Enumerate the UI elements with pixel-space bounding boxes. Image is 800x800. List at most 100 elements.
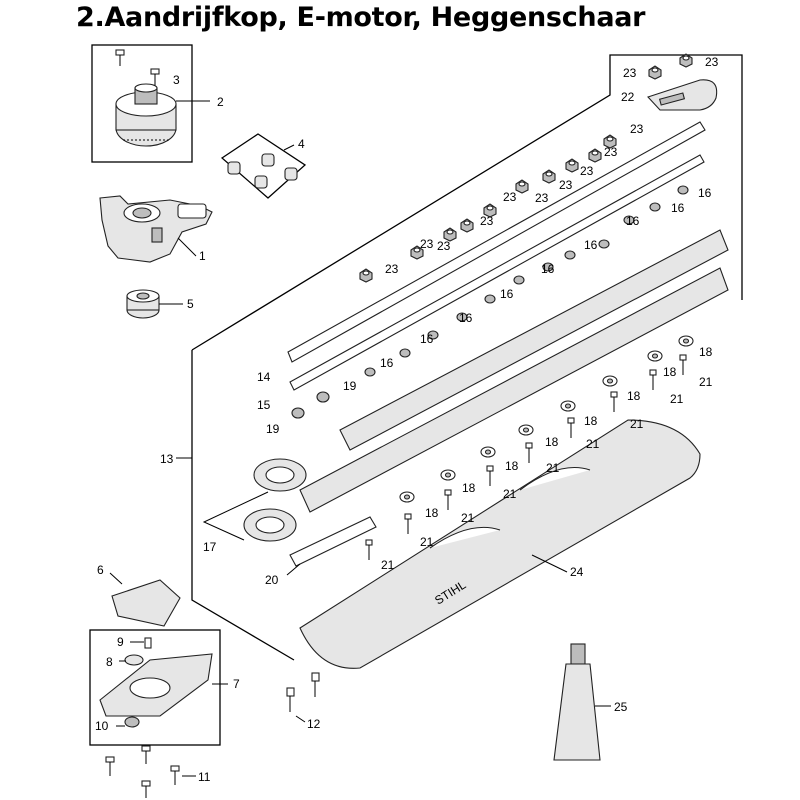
callout-21: 21 [420, 535, 434, 549]
callout-21: 21 [670, 392, 684, 406]
callout-23: 23 [705, 55, 719, 69]
part-17-upper-blade [339, 229, 729, 451]
page-title: 2.Aandrijfkop, E-motor, Heggenschaar [76, 2, 646, 33]
callout-4: 4 [298, 137, 305, 151]
callout-23: 23 [535, 191, 549, 205]
callout-23: 23 [420, 237, 434, 251]
callout-23: 23 [623, 66, 637, 80]
callout-18: 18 [627, 389, 641, 403]
callout-23: 23 [630, 122, 644, 136]
part-16-bush [623, 215, 635, 225]
part-12-screws [286, 672, 320, 712]
callout-16: 16 [420, 332, 434, 346]
callout-16: 16 [380, 356, 394, 370]
callout-1: 1 [199, 249, 206, 263]
part-16-bush [564, 250, 576, 260]
gear-cover-box [89, 629, 221, 746]
part-16-bush [513, 275, 525, 285]
part-21-screw [610, 391, 618, 412]
callout-19: 19 [266, 422, 280, 436]
part-21-screw [567, 417, 575, 438]
part-3-screw [115, 49, 160, 86]
part-21-screw [649, 369, 657, 390]
part-23-nut [460, 218, 474, 233]
small-parts [291, 53, 694, 560]
blade-assembly-outline [191, 350, 295, 661]
part-23-nut [588, 148, 602, 163]
callout-9: 9 [117, 635, 124, 649]
callout-22: 22 [621, 90, 635, 104]
part-11-screws [105, 745, 180, 798]
part-23-nut [542, 169, 556, 184]
part-19-spacer [291, 407, 305, 419]
callout-24: 24 [570, 565, 584, 579]
callout-6: 6 [97, 563, 104, 577]
part-21-screw [486, 465, 494, 486]
part-15-guide-bar [289, 154, 705, 391]
part-16-bush [677, 185, 689, 195]
part-21-screw [444, 489, 452, 510]
part-16-bush [598, 239, 610, 249]
part-22-blade-tip-guard [647, 79, 718, 111]
callout-16: 16 [698, 186, 712, 200]
callout-12: 12 [307, 717, 321, 731]
part-9-pin [144, 637, 152, 649]
callout-5: 5 [187, 297, 194, 311]
callout-19: 19 [343, 379, 357, 393]
part-18-washer [440, 469, 456, 481]
callout-15: 15 [257, 398, 271, 412]
callout-18: 18 [545, 435, 559, 449]
callout-11: 11 [198, 770, 211, 784]
part-17-lower-blade [243, 267, 729, 542]
callout-23: 23 [503, 190, 517, 204]
callout-16: 16 [584, 238, 598, 252]
part-18-washer [560, 400, 576, 412]
callout-21: 21 [461, 511, 475, 525]
part-4-bushings [227, 153, 298, 189]
callout-21: 21 [546, 461, 560, 475]
callout-16: 16 [671, 201, 685, 215]
part-7-gear-cover [99, 653, 213, 717]
part-21-screw [404, 513, 412, 534]
repeated-callouts: 2323232323232323232323231616161616161616… [266, 55, 719, 572]
part-25-grease-tube [553, 643, 601, 761]
callout-23: 23 [385, 262, 399, 276]
part-23-nut [679, 53, 693, 68]
callout-18: 18 [505, 459, 519, 473]
part-1-gear-housing [99, 195, 213, 263]
part-16-bush [399, 348, 411, 358]
part-19-spacer [316, 391, 330, 403]
part-18-washer [518, 424, 534, 436]
part-16-bush [456, 312, 468, 322]
callout-2: 2 [217, 95, 224, 109]
part-23-nut [483, 203, 497, 218]
callout-16: 16 [459, 311, 473, 325]
part-23-nut [410, 245, 424, 260]
callout-17: 17 [203, 540, 217, 554]
callout-21: 21 [503, 487, 517, 501]
part-8-bushing [124, 654, 144, 666]
callout-18: 18 [584, 414, 598, 428]
part-16-bush [542, 262, 554, 272]
part-5-drive-nut [126, 289, 160, 319]
part-14-guide-bar [287, 121, 706, 363]
part-18-washer [399, 491, 415, 503]
callout-18: 18 [663, 365, 677, 379]
part-16-bush [427, 330, 439, 340]
part-18-washer [678, 335, 694, 347]
part-18-washer [602, 375, 618, 387]
callout-16: 16 [541, 262, 555, 276]
callout-7: 7 [233, 677, 240, 691]
part-21-screw [525, 442, 533, 463]
part-6-gasket [111, 579, 181, 627]
part-23-nut [603, 134, 617, 149]
callout-21: 21 [699, 375, 713, 389]
part-24-blade-cover: STIHL [299, 419, 701, 669]
callout-23: 23 [480, 214, 494, 228]
part-23-nut [565, 158, 579, 173]
callout-23: 23 [559, 178, 573, 192]
part-18-washer [480, 446, 496, 458]
callout-14: 14 [257, 370, 271, 384]
callout-13: 13 [160, 452, 174, 466]
